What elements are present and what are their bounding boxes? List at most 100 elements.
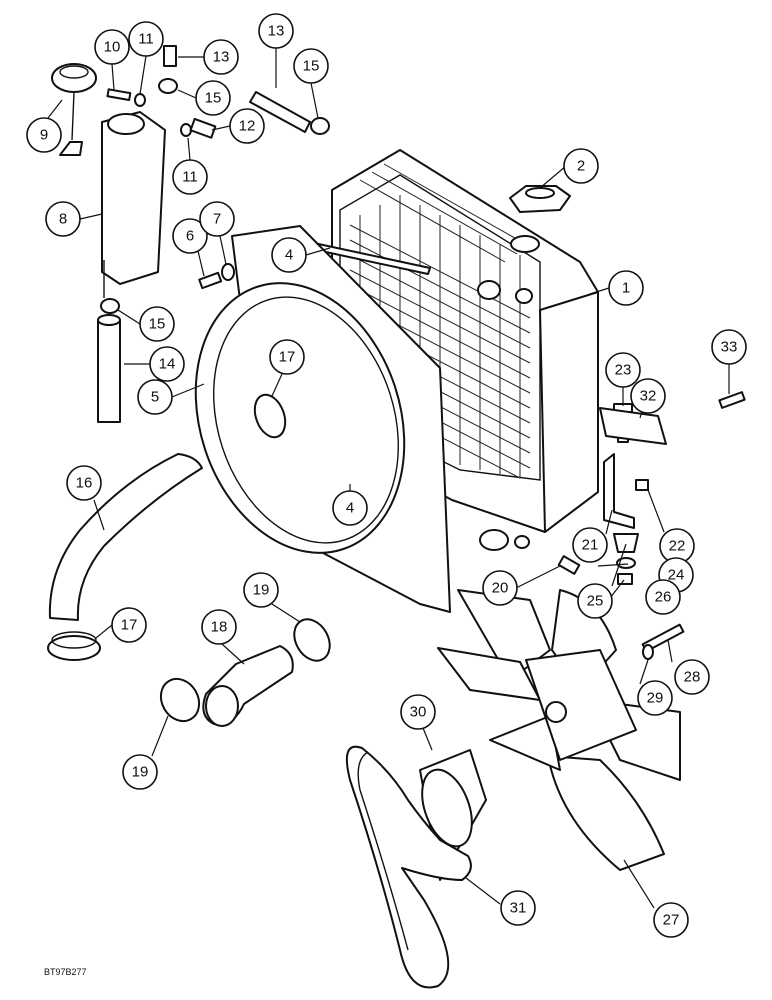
svg-text:15: 15 bbox=[149, 316, 166, 333]
washer-11-upper bbox=[134, 93, 146, 107]
callout-8: 8 bbox=[45, 201, 81, 237]
svg-text:16: 16 bbox=[76, 475, 93, 492]
drawing-code: BT97B277 bbox=[44, 967, 87, 977]
callout-15-hose: 15 bbox=[293, 48, 329, 84]
washer-7 bbox=[221, 263, 235, 281]
coolant-reservoir bbox=[101, 111, 166, 298]
hose-clamp-15c bbox=[100, 298, 120, 314]
cooling-fan bbox=[437, 589, 681, 871]
svg-text:4: 4 bbox=[346, 500, 354, 517]
drive-belt bbox=[346, 745, 472, 989]
svg-text:11: 11 bbox=[138, 31, 154, 48]
drain-valve bbox=[557, 555, 581, 575]
callout-2: 2 bbox=[563, 148, 599, 184]
hose-clamp-17a bbox=[253, 393, 287, 439]
hose-clamp-19a bbox=[293, 618, 331, 662]
svg-text:15: 15 bbox=[303, 58, 320, 75]
svg-text:33: 33 bbox=[721, 339, 738, 356]
callout-19-lower: 19 bbox=[122, 754, 158, 790]
bolt-6 bbox=[198, 271, 223, 290]
svg-text:1: 1 bbox=[622, 280, 630, 297]
svg-text:21: 21 bbox=[582, 537, 599, 554]
svg-text:18: 18 bbox=[211, 619, 228, 636]
overflow-hose-14 bbox=[97, 314, 121, 423]
svg-text:7: 7 bbox=[213, 211, 221, 228]
callout-13-small: 13 bbox=[203, 39, 239, 75]
svg-text:17: 17 bbox=[121, 617, 138, 634]
svg-text:9: 9 bbox=[40, 127, 48, 144]
callout-7: 7 bbox=[199, 201, 235, 237]
callout-25: 25 bbox=[577, 583, 613, 619]
callout-6: 6 bbox=[172, 218, 208, 254]
washer-29 bbox=[642, 644, 654, 660]
callout-11-lower: 11 bbox=[172, 159, 208, 195]
reservoir-cap bbox=[51, 63, 97, 156]
callout-13-hose: 13 bbox=[258, 13, 294, 49]
callout-11-upper: 11 bbox=[128, 21, 164, 57]
washer-24 bbox=[616, 557, 636, 569]
radiator-cap bbox=[509, 185, 571, 213]
callout-28: 28 bbox=[674, 659, 710, 695]
callout-5: 5 bbox=[137, 379, 173, 415]
svg-text:13: 13 bbox=[268, 23, 285, 40]
bracket-32 bbox=[599, 407, 667, 445]
svg-text:4: 4 bbox=[285, 247, 293, 264]
hose-clamp-17b bbox=[47, 631, 101, 661]
callout-15-lower: 15 bbox=[139, 306, 175, 342]
svg-text:32: 32 bbox=[640, 388, 657, 405]
svg-text:31: 31 bbox=[510, 900, 527, 917]
svg-text:30: 30 bbox=[410, 704, 427, 721]
svg-text:13: 13 bbox=[213, 49, 230, 66]
callout-14: 14 bbox=[149, 346, 185, 382]
svg-text:2: 2 bbox=[577, 158, 585, 175]
callout-27: 27 bbox=[653, 902, 689, 938]
callout-17-upper: 17 bbox=[269, 339, 305, 375]
svg-text:12: 12 bbox=[239, 118, 256, 135]
svg-text:22: 22 bbox=[669, 538, 686, 555]
callout-10: 10 bbox=[94, 29, 130, 65]
washer-11-lower bbox=[180, 123, 192, 137]
svg-text:14: 14 bbox=[159, 356, 176, 373]
isolator-25 bbox=[613, 533, 639, 553]
svg-text:19: 19 bbox=[132, 764, 149, 781]
callout-4-lower: 4 bbox=[332, 490, 368, 526]
callout-30: 30 bbox=[400, 694, 436, 730]
svg-text:11: 11 bbox=[182, 169, 198, 186]
callout-29: 29 bbox=[637, 680, 673, 716]
callout-16: 16 bbox=[66, 465, 102, 501]
svg-text:27: 27 bbox=[663, 912, 680, 929]
callout-33: 33 bbox=[711, 329, 747, 365]
callout-23: 23 bbox=[605, 352, 641, 388]
hose-clamp-15a bbox=[158, 78, 178, 94]
callout-26: 26 bbox=[645, 579, 681, 615]
callout-31: 31 bbox=[500, 890, 536, 926]
bolt-33 bbox=[718, 391, 746, 409]
fan-shroud bbox=[194, 225, 451, 613]
callout-32: 32 bbox=[630, 378, 666, 414]
mounting-bracket bbox=[603, 453, 635, 529]
svg-text:23: 23 bbox=[615, 362, 632, 379]
callout-19-upper: 19 bbox=[243, 572, 279, 608]
hose-clamp-19b bbox=[159, 677, 201, 723]
svg-text:5: 5 bbox=[151, 389, 159, 406]
svg-text:26: 26 bbox=[655, 589, 672, 606]
svg-text:8: 8 bbox=[59, 211, 67, 228]
svg-text:17: 17 bbox=[279, 349, 296, 366]
callout-12: 12 bbox=[229, 108, 265, 144]
callout-20: 20 bbox=[482, 570, 518, 606]
svg-text:29: 29 bbox=[647, 690, 664, 707]
svg-text:20: 20 bbox=[492, 580, 509, 597]
leader-lines bbox=[47, 48, 730, 909]
callout-22: 22 bbox=[659, 528, 695, 564]
upper-radiator-hose bbox=[48, 453, 203, 621]
lower-radiator-hose bbox=[202, 645, 294, 727]
svg-text:25: 25 bbox=[587, 593, 604, 610]
callout-4-upper: 4 bbox=[271, 237, 307, 273]
overflow-hose-13 bbox=[249, 91, 311, 133]
hose-clamp-15b bbox=[310, 117, 330, 135]
tube-13-small bbox=[163, 45, 177, 67]
svg-text:10: 10 bbox=[104, 39, 121, 56]
svg-text:24: 24 bbox=[668, 567, 685, 584]
tube-12 bbox=[189, 117, 217, 139]
